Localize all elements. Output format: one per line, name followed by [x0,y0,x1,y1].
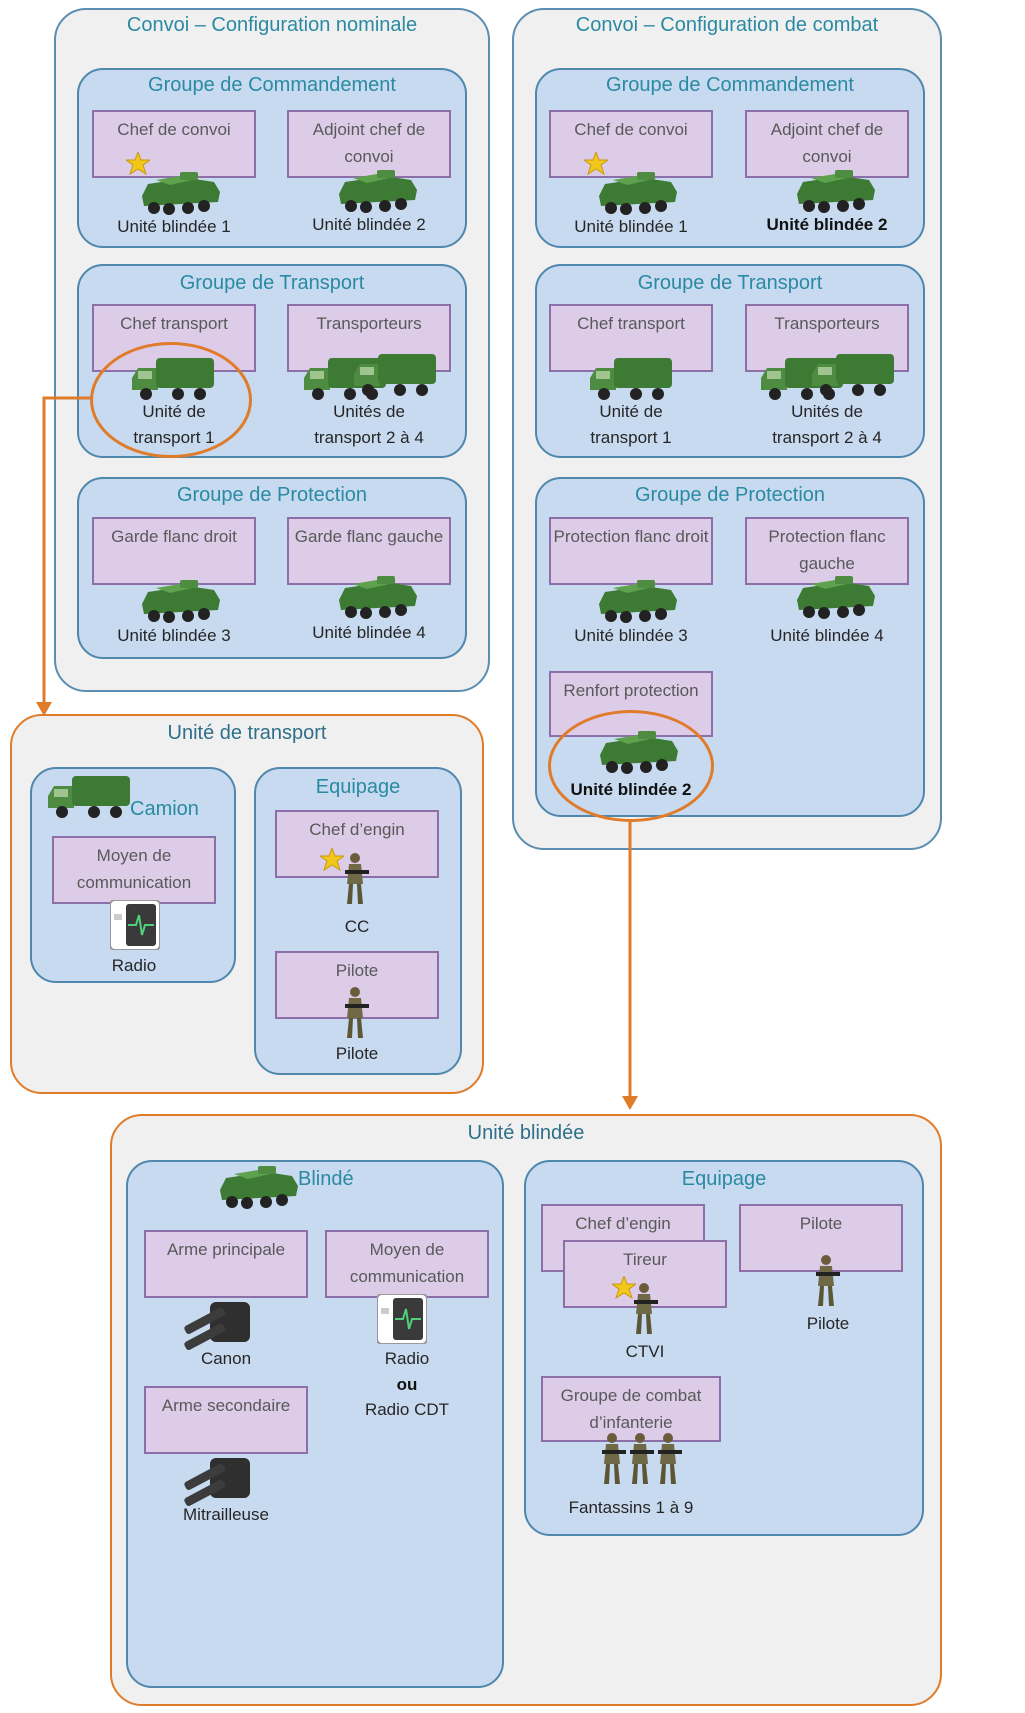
soldier-icon [345,853,369,904]
soldier-icon [634,1283,658,1334]
star-icon [126,152,150,175]
role-moyen-de-communication: Moyen de communication [52,836,216,904]
label-fantassins: Fantassins 1 à 9 [568,1498,694,1517]
label-unite-blindee-2: Unité blindée 2 [312,215,426,234]
label-unites-de-transport-2-4b: transport 2 à 4 [314,428,424,447]
label-radio: Radio [384,1349,430,1368]
truck-icon [812,354,894,396]
label-radio-cdt: Radio CDT [364,1400,450,1419]
role-arme-principale: Arme principale [144,1230,308,1298]
label-unite-blindee-3: Unité blindée 3 [574,626,688,645]
label-radio: Radio [111,956,157,975]
armored-vehicle-icon [339,170,417,213]
arrowhead-armored [622,1096,638,1110]
nominal-command-title: Groupe de Commandement [148,74,396,96]
transport-unit-title: Unité de transport [167,722,327,744]
label-unites-de-transport-2-4a: Unités de [333,402,405,421]
label-unite-blindee-4: Unité blindée 4 [312,623,426,642]
role-garde-flanc-droit: Garde flanc droit [92,517,256,585]
soldier-icon [345,987,369,1038]
combat-command-title: Groupe de Commandement [606,74,854,96]
armored-unit-title: Unité blindée [467,1122,585,1144]
truck-icon [590,358,672,400]
role-pilote: Pilote [739,1204,903,1272]
armored-vehicle-icon [599,580,677,623]
soldier-icon [630,1433,654,1484]
label-unite-blindee-1: Unité blindée 1 [574,217,688,236]
cannon-icon [183,1302,250,1350]
radio-icon [110,900,160,950]
soldier-icon [602,1433,626,1484]
label-unite-blindee-2: Unité blindée 2 [766,215,888,234]
armored-vehicle-icon [797,576,875,619]
label-ctvi: CTVI [625,1342,665,1361]
label-unites-de-transport-2-4a: Unités de [791,402,863,421]
star-icon [320,848,344,871]
nominal-protection-title: Groupe de Protection [176,484,368,506]
armored-vehicle-icon [142,172,220,215]
role-adjoint-chef-de-convoi: Adjoint chef de convoi [287,110,451,178]
truck-icon [354,354,436,396]
role-garde-flanc-gauche: Garde flanc gauche [287,517,451,585]
armored-vehicle-icon [599,172,677,215]
role-arme-secondaire: Arme secondaire [144,1386,308,1454]
armored-vehicle-icon [142,580,220,623]
blinde-title: Blindé [298,1168,354,1190]
label-unite-blindee-4: Unité blindée 4 [770,626,884,645]
radio-icon [377,1294,427,1344]
label-pilote: Pilote [806,1314,850,1333]
armored-vehicle-icon [220,1166,298,1209]
soldier-icon [658,1433,682,1484]
label-unites-de-transport-2-4b: transport 2 à 4 [772,428,882,447]
soldier-icon [816,1255,840,1306]
label-cc: CC [344,917,370,936]
camion-title: Camion [130,798,199,820]
role-adjoint-chef-de-convoi: Adjoint chef de convoi [745,110,909,178]
transport-crew-title: Equipage [315,776,401,798]
nominal-transport-title: Groupe de Transport [179,272,365,294]
combat-transport-title: Groupe de Transport [637,272,823,294]
armored-vehicle-icon [339,576,417,619]
label-unite-de-transport-1b: transport 1 [590,428,672,447]
machine-gun-icon [183,1458,250,1506]
combat-protection-title: Groupe de Protection [634,484,826,506]
armored-crew-title: Equipage [681,1168,767,1190]
role-protection-flanc-droit: Protection flanc droit [549,517,713,585]
label-unite-blindee-1: Unité blindée 1 [117,217,231,236]
label-unite-blindee-3: Unité blindée 3 [117,626,231,645]
role-protection-flanc-gauche: Protection flanc gauche [745,517,909,585]
armored-vehicle-icon [797,170,875,213]
label-unite-de-transport-1a: Unité de [599,402,663,421]
label-pilote: Pilote [335,1044,379,1063]
label-ou: ou [396,1375,418,1394]
nominal-config-title: Convoi – Configuration nominale [126,14,418,36]
combat-config-title: Convoi – Configuration de combat [575,14,879,36]
highlight-ring-blindee-2 [548,710,714,822]
role-moyen-de-communication: Moyen de communication [325,1230,489,1298]
highlight-ring-transport-1 [90,342,252,458]
star-icon [612,1276,636,1299]
star-icon [584,152,608,175]
label-canon: Canon [200,1349,252,1368]
truck-icon [48,776,130,818]
label-mitrailleuse: Mitrailleuse [183,1505,269,1524]
role-groupe-de-combat-d-infanterie: Groupe de combat d’infanterie [541,1376,721,1442]
